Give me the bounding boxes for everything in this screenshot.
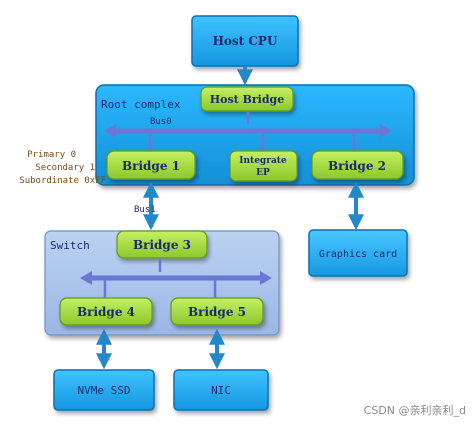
subordinate-bus-label: Subordinate 0xFF — [19, 176, 106, 186]
bridge-2-node: Bridge 2 — [311, 150, 404, 180]
host-cpu-label: Host CPU — [213, 34, 278, 48]
graphics-card-node: Graphics card — [308, 229, 408, 277]
bridge-2-label: Bridge 2 — [328, 159, 386, 173]
bus0-label: Bus0 — [150, 117, 172, 127]
switch-label: Switch — [50, 239, 90, 252]
csdn-watermark: CSDN @亲利亲利_d — [364, 403, 466, 417]
integrate-ep-label-line1: Integrate — [239, 156, 287, 166]
bridge-5-node: Bridge 5 — [170, 297, 264, 326]
bus1-label: Bus1 — [134, 205, 156, 215]
bridge-1-node: Bridge 1 — [106, 150, 196, 180]
nic-label: NIC — [211, 384, 231, 397]
root-complex-label: Root complex — [101, 98, 181, 111]
nvme-ssd-label: NVMe SSD — [78, 384, 131, 397]
secondary-bus-label: Secondary 1 — [35, 163, 95, 173]
bridge-3-node: Bridge 3 — [116, 230, 208, 259]
bridge-5-label: Bridge 5 — [188, 305, 246, 319]
primary-bus-label: Primary 0 — [27, 150, 76, 160]
nic-node: NIC — [173, 369, 269, 411]
bridge-3-label: Bridge 3 — [133, 238, 191, 252]
bus0: Bus0 — [104, 111, 392, 151]
graphics-card-label: Graphics card — [319, 249, 397, 260]
bridge-4-label: Bridge 4 — [77, 305, 135, 319]
bridge-1-label: Bridge 1 — [122, 159, 180, 173]
host-cpu-node: Host CPU — [191, 15, 299, 67]
switch-internal-bus — [80, 258, 272, 298]
nvme-ssd-node: NVMe SSD — [53, 369, 155, 411]
host-bridge-label: Host Bridge — [210, 93, 285, 106]
bus1-link: Bus1 — [134, 181, 159, 231]
host-bridge-node: Host Bridge — [200, 86, 294, 112]
integrate-ep-label-line2: EP — [256, 168, 270, 178]
bridge-1-bus-numbers: Primary 0 Secondary 1 Subordinate 0xFF — [19, 150, 106, 186]
bridge-4-node: Bridge 4 — [59, 297, 153, 326]
integrate-ep-node: Integrate EP — [229, 150, 298, 182]
